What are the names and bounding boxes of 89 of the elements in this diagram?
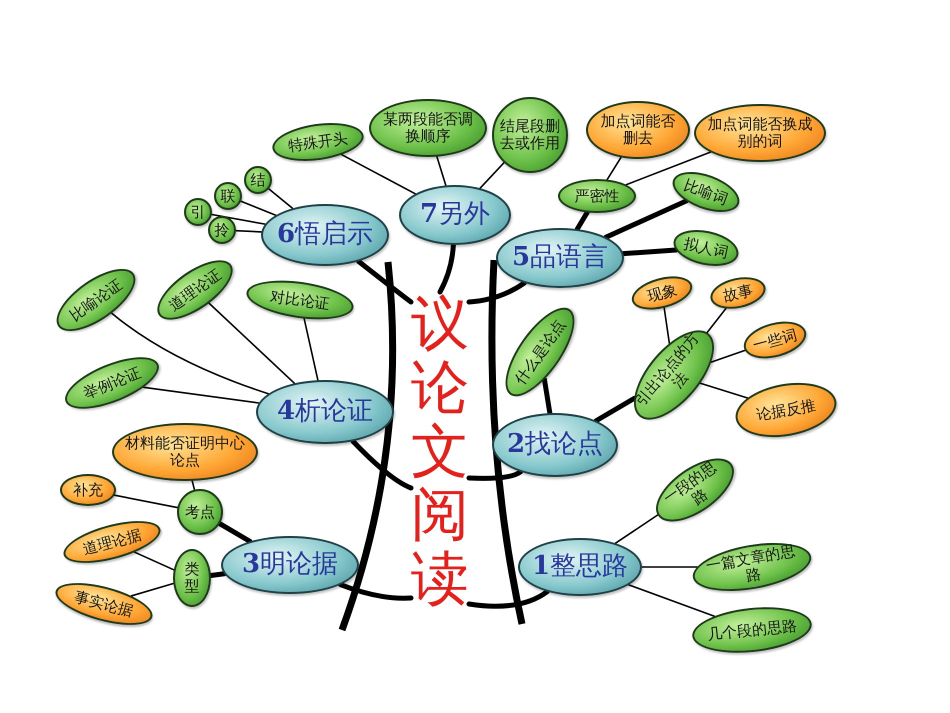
branch-line [436,156,447,186]
branch-line [606,156,622,180]
node-label: 联 [220,188,236,204]
subtopic-ellipse [208,216,236,244]
topic-ellipse [256,380,394,444]
branch-line [628,584,716,618]
branch-line [604,198,689,240]
branch-line [663,307,670,344]
branch-line [114,494,178,508]
node-label: 引 [190,204,206,220]
node-label: 结尾段删去或作用 [499,118,561,152]
subtopic-ellipse [558,179,636,213]
topic-ellipse [496,228,624,288]
node-label: 对比论证 [268,286,332,314]
branch-line [110,312,270,395]
subtopic-ellipse [492,97,568,173]
node-label: 论据反推 [754,395,818,425]
branch-line [303,318,319,381]
node-label: 加点词能否删去 [600,113,676,147]
topic-ellipse [518,538,642,596]
node-label: 结 [250,172,266,188]
branch-line [594,396,637,424]
node-label: 4析论证 [276,397,374,427]
branch-line [710,350,746,363]
node-label: 加点词能否换成别的词 [706,116,814,150]
branch-line [438,242,456,294]
branch-line [700,382,748,399]
node-label: 7另外 [418,200,492,230]
node-label: 类型 [184,561,200,595]
branch-line [350,438,414,490]
branch-line [268,188,294,210]
subtopic-ellipse [173,549,211,607]
branch-line [466,469,524,481]
subtopic-ellipse [184,198,212,226]
branch-line [466,589,550,609]
node-label: 3明论据 [240,550,340,580]
node-label: 补充 [72,482,104,498]
node-label: 一篇文章的思路 [704,540,798,588]
topic-ellipse [399,185,511,245]
node-label: 故事 [720,280,756,306]
subtopic-ellipse [60,474,116,506]
branch-line [340,154,416,195]
branch-line [625,151,712,186]
node-label: 考点 [184,504,216,520]
node-label: 什么是论点 [510,314,570,390]
topic-ellipse [261,204,389,266]
node-label: 1整思路 [530,552,630,582]
branch-line [130,582,174,597]
node-label: 某两段能否调换顺序 [382,111,474,145]
topic-ellipse [221,536,359,594]
node-label: 引出论点的方法 [630,328,704,412]
node-label: 严密性 [574,188,620,204]
branch-line [208,302,296,384]
node-label: 材料能否证明中心论点 [124,435,246,469]
node-label: 几个段的思路 [705,616,799,644]
node-label: 道理论证 [164,264,226,316]
branch-line [217,521,252,544]
branch-line [191,480,196,490]
node-label: 事实论据 [72,586,136,622]
node-label: 拎 [214,222,230,238]
node-label: 比喻词 [680,174,732,210]
branch-line [466,280,527,304]
node-label: 5品语言 [510,243,610,273]
branch-line [142,386,260,404]
branch-line [542,376,552,416]
subtopic-ellipse [177,489,223,535]
node-label: 6悟启示 [276,220,374,250]
node-label: 举例论证 [80,362,144,404]
branch-line [614,514,658,544]
subtopic-ellipse [244,166,272,194]
subtopic-ellipse [214,182,242,210]
branch-line [479,162,505,189]
branch-line [356,258,414,304]
node-label: 特殊开头 [286,128,350,156]
vertical-title: 议论文阅读 [411,292,469,614]
node-label: 2找论点 [506,430,604,460]
branch-line [641,566,698,568]
topic-ellipse [492,413,618,477]
node-label: 一段的思路 [659,457,721,510]
node-label: 拟人词 [681,234,731,262]
branch-line [134,551,175,571]
branch-line [338,582,414,601]
node-label: 比喻论证 [65,274,126,326]
branch-line [235,230,262,233]
node-label: 一些词 [750,324,800,356]
branch-line [706,308,727,334]
branch-line [240,200,277,216]
node-label: 道理论据 [80,524,144,560]
node-label: 现象 [644,279,680,307]
